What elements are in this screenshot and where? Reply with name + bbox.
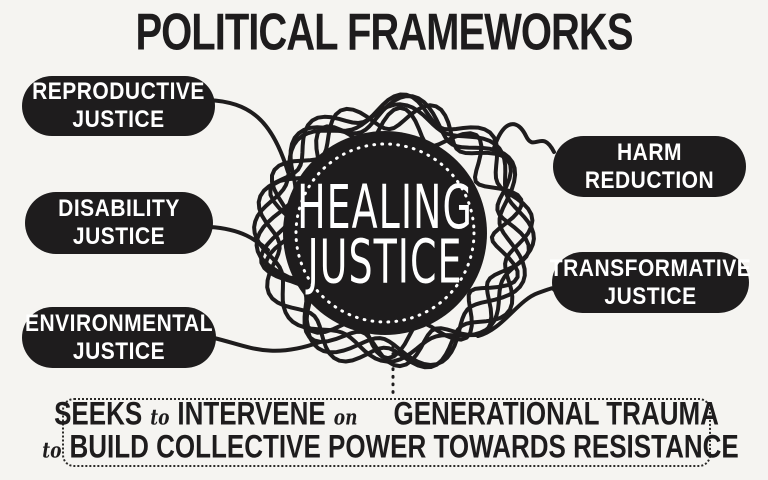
pill-line2: REDUCTION <box>584 166 715 193</box>
wreath-scribble <box>252 92 536 370</box>
footer-note-box: SEEKS to INTERVENE on GENERATIONAL TRAUM… <box>42 397 739 467</box>
pill-line2: JUSTICE <box>72 106 165 133</box>
node-pill-label: HARM REDUCTION <box>585 139 714 193</box>
node-pill-label: TRANSFORMATIVE JUSTICE <box>550 255 751 309</box>
footer-script-word: to <box>150 405 170 431</box>
center-node-label: HEALING JUSTICE <box>285 172 485 297</box>
connector-reproductive-justice <box>206 98 290 174</box>
pill-line1: DISABILITY <box>58 195 180 223</box>
pill-line1: HARM <box>617 139 682 166</box>
node-pill-label: ENVIRONMENTAL JUSTICE <box>25 310 213 364</box>
node-pill-environmental-justice: ENVIRONMENTAL JUSTICE <box>22 307 216 368</box>
node-pill-reproductive-justice: REPRODUCTIVE JUSTICE <box>22 76 215 136</box>
node-pill-label: REPRODUCTIVE JUSTICE <box>32 79 205 133</box>
pill-line1: REPRODUCTIVE <box>32 78 205 106</box>
footer-line1: SEEKS to INTERVENE on GENERATIONAL TRAUM… <box>54 394 719 434</box>
center-circle <box>283 131 487 335</box>
node-pill-transformative-justice: TRANSFORMATIVE JUSTICE <box>550 252 751 313</box>
node-pill-disability-justice: DISABILITY JUSTICE <box>25 192 213 254</box>
pill-line2: JUSTICE <box>72 223 166 250</box>
pill-line2: JUSTICE <box>604 282 697 309</box>
connector-harm-reduction <box>492 122 556 154</box>
footer-line2: to BUILD COLLECTIVE POWER TOWARDS RESIST… <box>34 427 739 467</box>
footer-script-word: on <box>333 405 358 431</box>
footer-script-word: to <box>42 438 62 464</box>
center-node-line2: JUSTICE <box>307 226 463 297</box>
node-pill-label: DISABILITY JUSTICE <box>58 196 180 250</box>
center-node-line1: HEALING <box>297 172 473 243</box>
connector-environmental-justice <box>212 336 322 353</box>
pill-line1: TRANSFORMATIVE <box>549 255 752 282</box>
footer-word: GENERATIONAL TRAUMA <box>393 394 719 432</box>
footer-word: SEEKS <box>54 394 143 432</box>
center-circle-dotted-ring <box>294 142 476 324</box>
page-title: POLITICAL FRAMEWORKS <box>135 4 633 62</box>
pill-line1: ENVIRONMENTAL <box>24 310 214 337</box>
pill-line2: JUSTICE <box>72 337 166 364</box>
footer-word: BUILD COLLECTIVE POWER TOWARDS RESISTANC… <box>69 427 739 465</box>
footer-word: INTERVENE <box>177 394 326 432</box>
node-pill-harm-reduction: HARM REDUCTION <box>553 136 746 197</box>
